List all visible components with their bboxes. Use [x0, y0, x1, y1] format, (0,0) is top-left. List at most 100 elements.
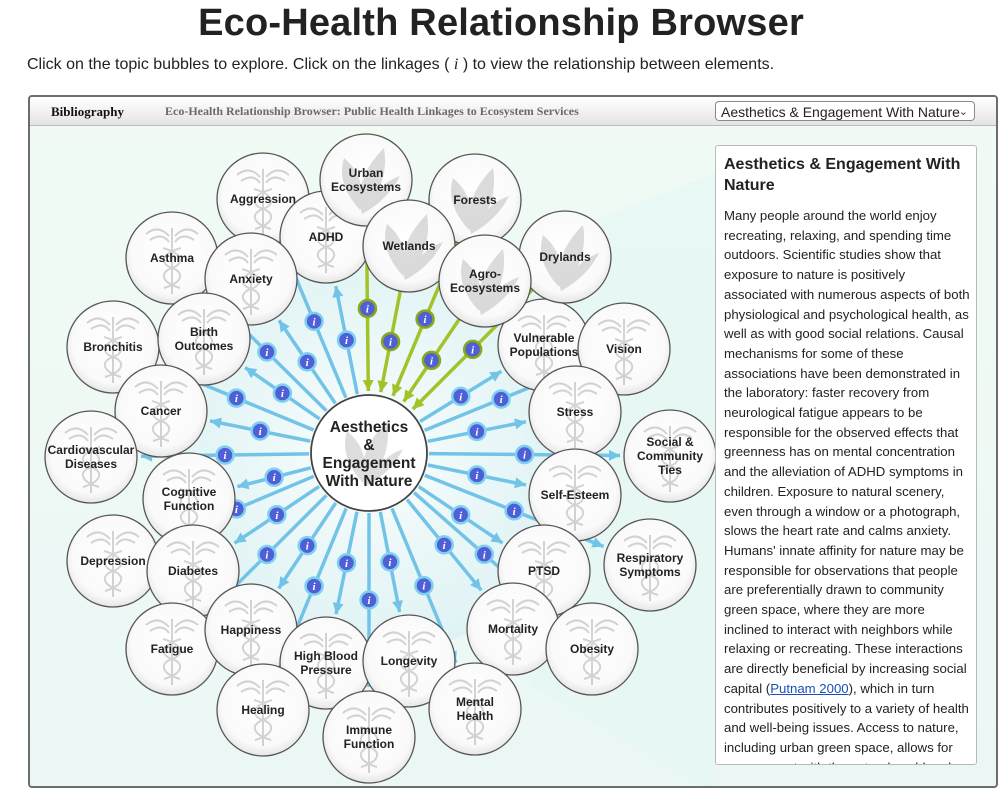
bubble-label-obesity: Obesity — [570, 642, 614, 656]
caduceus-icon — [145, 619, 199, 685]
bubble-label-highbp: High Blood — [294, 649, 358, 663]
bubble-label-asthma: Asthma — [150, 251, 194, 265]
linkage-info-icon-forests[interactable]: i — [415, 309, 435, 329]
linkage-info-icon-wetlands[interactable]: i — [380, 331, 401, 352]
linkage-info-icon-vision[interactable]: i — [491, 389, 511, 409]
linkage-info-icon-birth[interactable]: i — [272, 383, 293, 403]
bubble-agro[interactable]: Agro-Ecosystems — [438, 234, 532, 328]
info-icon-circle — [380, 552, 400, 572]
linkage-info-icon-mental[interactable]: i — [414, 575, 434, 596]
bubble-circle — [545, 602, 639, 696]
caduceus-icon — [224, 600, 278, 666]
linkage-info-icon-ptsd[interactable]: i — [450, 505, 471, 525]
info-icon-circle — [414, 575, 434, 596]
arrowhead-mortality — [470, 578, 482, 591]
linkage-info-icon-urban[interactable]: i — [357, 298, 378, 319]
bubble-fatigue[interactable]: Fatigue — [125, 602, 219, 696]
info-icon-glyph: i — [235, 393, 239, 405]
bubble-wetlands[interactable]: Wetlands — [362, 199, 456, 293]
linkage-info-icon-immune[interactable]: i — [359, 590, 379, 610]
bubble-selfesteem[interactable]: Self-Esteem — [528, 448, 622, 542]
info-icon-glyph: i — [422, 581, 426, 593]
chevron-down-icon: ⌄ — [958, 106, 968, 118]
bubble-label-mental: Health — [457, 709, 494, 723]
linkage-info-icon-stress[interactable]: i — [467, 421, 487, 442]
linkage-info-icon-mortality[interactable]: i — [434, 535, 454, 555]
caduceus-icon — [342, 707, 396, 773]
info-icon-circle — [357, 298, 378, 319]
info-icon-glyph: i — [235, 504, 239, 516]
bubble-label-vision: Vision — [606, 342, 642, 356]
linkage-info-icon-obesity[interactable]: i — [474, 544, 495, 565]
bubble-obesity[interactable]: Obesity — [545, 602, 639, 696]
toolbar-title: Eco-Health Relationship Browser: Public … — [165, 104, 579, 118]
bubble-healing[interactable]: Healing — [216, 663, 310, 757]
bubble-circle — [157, 292, 251, 386]
linkage-info-icon-selfesteem[interactable]: i — [467, 465, 487, 485]
linkage-info-icon-longevity[interactable]: i — [380, 552, 400, 572]
bubble-mortality[interactable]: Mortality — [466, 582, 560, 676]
info-icon-circle — [415, 309, 435, 329]
linkage-info-icon-anxiety[interactable]: i — [297, 352, 317, 372]
topic-select[interactable]: Aesthetics & Engagement With Nature ⌄ — [715, 101, 975, 121]
linkage-info-icon-happiness[interactable]: i — [297, 535, 317, 556]
bubble-label-drylands: Drylands — [539, 250, 591, 264]
info-icon-glyph: i — [273, 472, 277, 484]
linkage-info-icon-cancer[interactable]: i — [250, 421, 270, 441]
caduceus-icon — [382, 631, 436, 697]
bubble-asthma[interactable]: Asthma — [125, 211, 219, 305]
linkage-info-icon-drylands[interactable]: i — [462, 339, 483, 360]
linkage-info-icon-asthma[interactable]: i — [257, 342, 277, 362]
leaf-icon — [451, 168, 509, 234]
linkage-info-icon-agro[interactable]: i — [421, 350, 442, 371]
bubble-label-respiratory: Symptoms — [619, 565, 681, 579]
linkage-info-icon-highbp[interactable]: i — [336, 553, 357, 573]
arrowhead-stress — [514, 418, 526, 430]
bubble-label-wetlands: Wetlands — [382, 239, 435, 253]
info-icon-glyph: i — [430, 355, 434, 367]
bibliography-link[interactable]: Bibliography — [51, 104, 124, 119]
info-icon-circle — [272, 383, 293, 403]
info-icon-circle — [491, 389, 511, 409]
linkage-info-icon-cardio[interactable]: i — [215, 445, 235, 465]
bubble-cancer[interactable]: Cancer — [114, 364, 208, 458]
info-icon-glyph: i — [366, 304, 370, 316]
info-icon-glyph: i — [513, 506, 517, 518]
caduceus-icon — [486, 599, 540, 665]
bubble-stress[interactable]: Stress — [528, 365, 622, 459]
linkage-info-icon-respiratory[interactable]: i — [504, 501, 524, 521]
linkage-info-icon-social[interactable]: i — [514, 444, 535, 465]
info-icon-glyph: i — [475, 470, 479, 482]
leaf-icon — [385, 214, 443, 280]
bubble-vision[interactable]: Vision — [577, 302, 671, 396]
linkage-info-icon-vulnerable[interactable]: i — [451, 386, 471, 407]
info-icon-glyph: i — [259, 426, 263, 438]
linkage-info-icon-bronchitis[interactable]: i — [226, 388, 247, 408]
linkage-info-icon-adhd[interactable]: i — [336, 330, 357, 350]
bubble-depression[interactable]: Depression — [66, 514, 160, 608]
linkage-info-icon-aggression[interactable]: i — [304, 311, 324, 332]
bubble-label-highbp: Pressure — [300, 663, 352, 677]
citation-link[interactable]: Putnam 2000 — [770, 680, 849, 696]
info-icon-glyph: i — [500, 394, 504, 406]
linkage-info-icon-fatigue[interactable]: i — [257, 544, 277, 565]
bubble-label-cognitive: Function — [164, 499, 215, 513]
linkage-info-icon-cognitive[interactable]: i — [264, 467, 284, 487]
bubble-forests[interactable]: Forests — [428, 153, 522, 247]
bubble-longevity[interactable]: Longevity — [362, 614, 456, 708]
linkage-info-icon-healing[interactable]: i — [304, 576, 324, 596]
bubble-drylands[interactable]: Drylands — [518, 210, 612, 304]
leaf-icon — [342, 148, 400, 214]
bubble-diabetes[interactable]: Diabetes — [146, 524, 240, 618]
bubble-bronchitis[interactable]: Bronchitis — [66, 300, 160, 394]
linkage-info-icon-diabetes[interactable]: i — [267, 505, 287, 525]
